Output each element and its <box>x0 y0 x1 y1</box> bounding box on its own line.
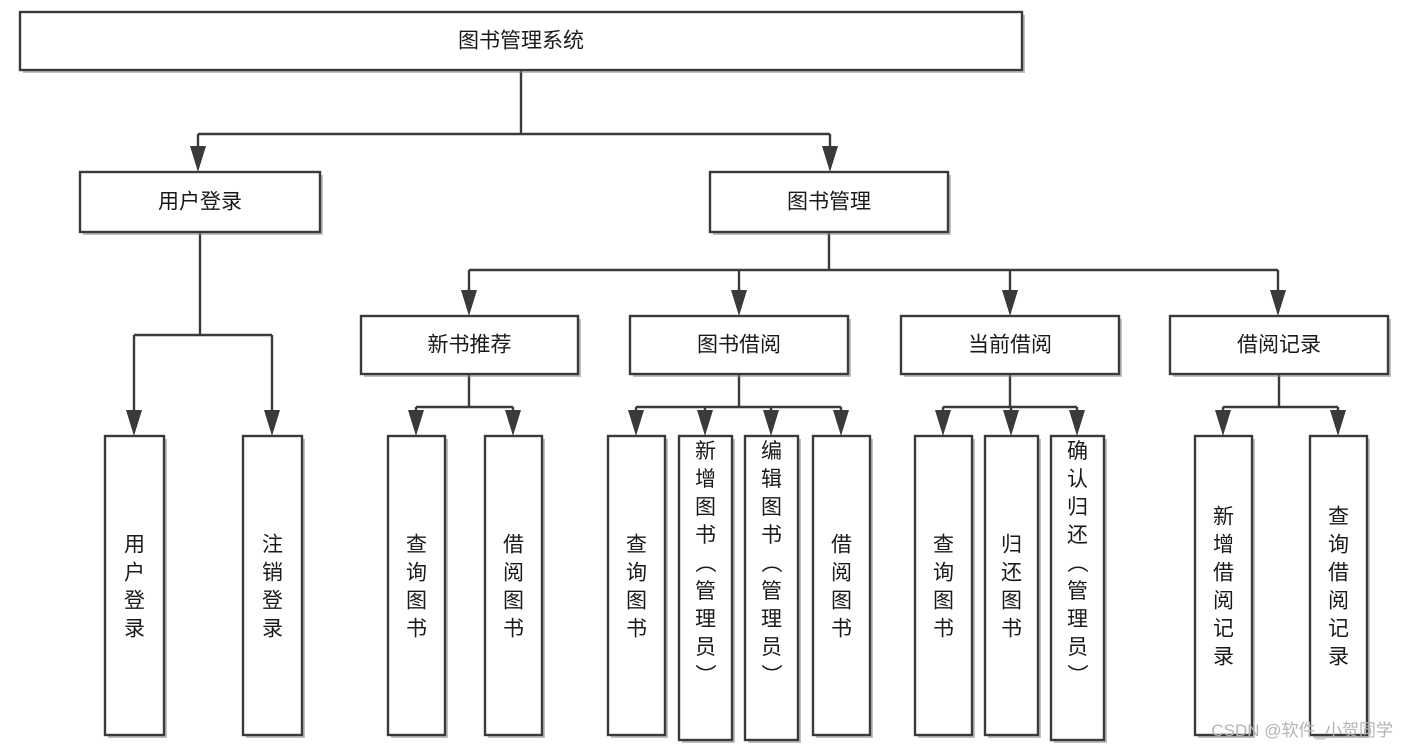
node-label: 归还图书 <box>1001 533 1022 640</box>
node-current-borrow[interactable]: 当前借阅 <box>899 314 1122 377</box>
node-box[interactable] <box>359 314 580 376</box>
arrow-head-icon <box>697 410 713 436</box>
connector-group-new-book-recommend <box>408 374 521 436</box>
node-leaf-add-record[interactable]: 新增借阅记录 <box>1193 434 1255 738</box>
node-leaf-query-book-borrow[interactable]: 查询图书 <box>606 434 668 738</box>
node-label: 借阅图书 <box>503 533 524 640</box>
edges-layer <box>126 70 1346 436</box>
node-root[interactable]: 图书管理系统 <box>18 10 1025 73</box>
connector-group-borrow-record <box>1215 374 1346 436</box>
node-label: 查询图书 <box>933 533 954 640</box>
connector-bar <box>636 374 841 409</box>
node-user-login[interactable]: 用户登录 <box>78 170 323 235</box>
node-leaf-logout[interactable]: 注销登录 <box>241 434 305 738</box>
node-book-manage[interactable]: 图书管理 <box>708 170 951 235</box>
arrow-head-icon <box>408 410 424 436</box>
arrow-head-icon <box>1002 290 1018 316</box>
connector-bar <box>198 70 830 136</box>
node-leaf-borrow-book[interactable]: 借阅图书 <box>811 434 873 738</box>
node-box[interactable] <box>18 10 1024 72</box>
node-label: 新增借阅记录 <box>1213 505 1234 668</box>
node-box[interactable] <box>913 434 974 737</box>
node-box[interactable] <box>1193 434 1254 737</box>
node-label: 当前借阅 <box>968 334 1052 357</box>
connector-group-book-borrow <box>628 374 849 436</box>
node-leaf-confirm-return[interactable]: 确认归还（管理员） <box>1049 434 1107 743</box>
node-box[interactable] <box>811 434 872 737</box>
node-label: 确认归还（管理员） <box>1067 440 1089 687</box>
node-label: 查询图书 <box>406 533 427 640</box>
nodes-layer: 图书管理系统用户登录图书管理新书推荐图书借阅当前借阅借阅记录用户登录注销登录查询… <box>18 10 1391 743</box>
node-box[interactable] <box>78 170 322 234</box>
node-box[interactable] <box>1049 434 1106 742</box>
node-new-book-recommend[interactable]: 新书推荐 <box>359 314 581 377</box>
node-label: 新增图书（管理员） <box>695 440 717 687</box>
node-box[interactable] <box>103 434 166 737</box>
node-borrow-record[interactable]: 借阅记录 <box>1168 314 1391 377</box>
node-box[interactable] <box>241 434 304 737</box>
node-leaf-query-book-cur[interactable]: 查询图书 <box>913 434 975 738</box>
node-box[interactable] <box>708 170 950 234</box>
node-box[interactable] <box>983 434 1040 737</box>
arrow-head-icon <box>1270 290 1286 316</box>
connector-bar <box>1223 374 1338 409</box>
connector-group-current-borrow <box>935 374 1085 436</box>
node-leaf-query-record[interactable]: 查询借阅记录 <box>1308 434 1370 738</box>
arrow-head-icon <box>763 410 779 436</box>
node-box[interactable] <box>483 434 544 737</box>
node-box[interactable] <box>628 314 850 376</box>
node-label: 借阅图书 <box>831 533 852 640</box>
arrow-head-icon <box>628 410 644 436</box>
node-box[interactable] <box>386 434 447 737</box>
arrow-head-icon <box>1330 410 1346 436</box>
node-box[interactable] <box>1308 434 1369 737</box>
arrow-head-icon <box>190 146 206 172</box>
connector-group-book-manage <box>461 232 1286 316</box>
node-leaf-query-book-rec[interactable]: 查询图书 <box>386 434 448 738</box>
arrow-head-icon <box>833 410 849 436</box>
connector-bar <box>416 374 513 409</box>
arrow-head-icon <box>461 290 477 316</box>
node-box[interactable] <box>606 434 667 737</box>
node-label: 新书推荐 <box>428 334 512 357</box>
node-label: 用户登录 <box>158 191 242 214</box>
arrow-head-icon <box>264 410 280 436</box>
arrow-head-icon <box>935 410 951 436</box>
node-label: 图书借阅 <box>697 334 781 357</box>
arrow-head-icon <box>1003 410 1019 436</box>
arrow-head-icon <box>505 410 521 436</box>
node-label: 查询图书 <box>626 533 647 640</box>
connector-bar <box>134 232 272 337</box>
arrow-head-icon <box>1069 410 1085 436</box>
connector-bar <box>469 232 1278 272</box>
node-box[interactable] <box>899 314 1121 376</box>
node-leaf-add-book[interactable]: 新增图书（管理员） <box>677 434 735 743</box>
connector-group-user-login <box>126 232 280 436</box>
node-label: 查询借阅记录 <box>1328 505 1349 668</box>
node-box[interactable] <box>743 434 800 742</box>
arrow-head-icon <box>1215 410 1231 436</box>
node-leaf-borrow-book-rec[interactable]: 借阅图书 <box>483 434 545 738</box>
node-box[interactable] <box>1168 314 1390 376</box>
connector-bar <box>943 374 1077 409</box>
node-label: 图书管理 <box>787 191 871 214</box>
node-book-borrow[interactable]: 图书借阅 <box>628 314 851 377</box>
watermark-label: CSDN @软件_小贺同学 <box>1211 721 1393 740</box>
node-label: 编辑图书（管理员） <box>761 440 783 687</box>
connector-group-root <box>190 70 838 172</box>
arrow-head-icon <box>731 290 747 316</box>
arrow-head-icon <box>822 146 838 172</box>
node-label: 用户登录 <box>124 533 145 640</box>
arrow-head-icon <box>126 410 142 436</box>
node-leaf-edit-book[interactable]: 编辑图书（管理员） <box>743 434 801 743</box>
node-label: 借阅记录 <box>1237 334 1321 357</box>
node-label: 图书管理系统 <box>458 30 584 53</box>
node-box[interactable] <box>677 434 734 742</box>
node-leaf-user-login[interactable]: 用户登录 <box>103 434 167 738</box>
node-label: 注销登录 <box>262 533 283 640</box>
node-leaf-return-book[interactable]: 归还图书 <box>983 434 1041 738</box>
